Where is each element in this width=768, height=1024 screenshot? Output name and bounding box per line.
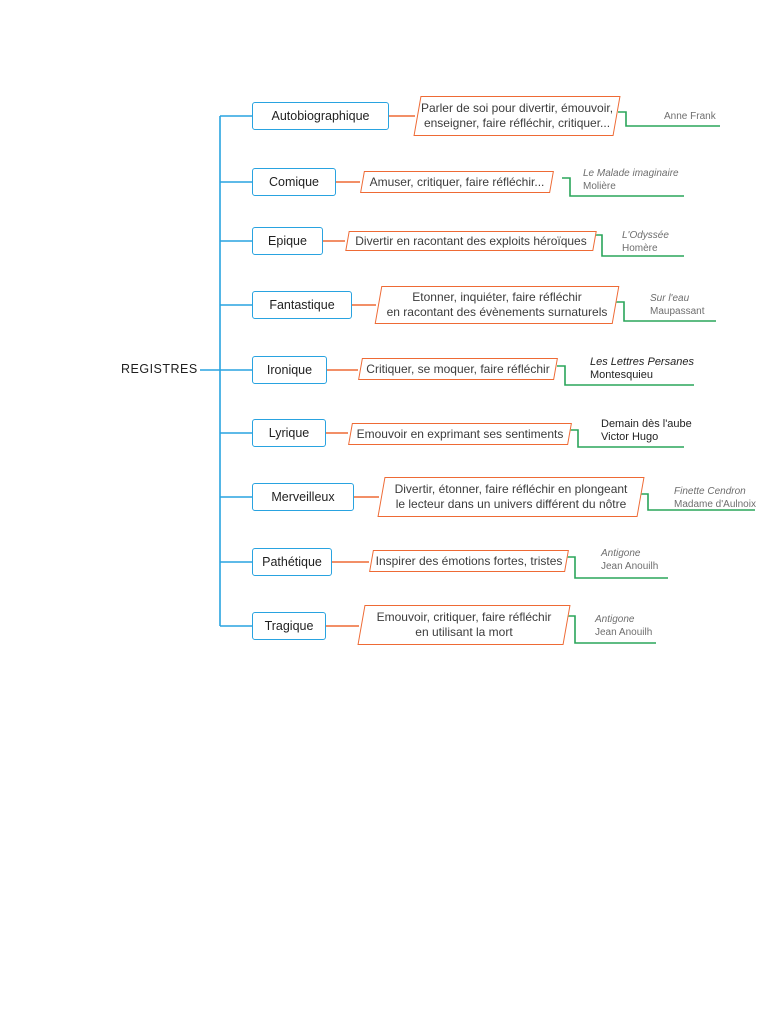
description-line: en utilisant la mort bbox=[415, 625, 513, 639]
example-title: Les Lettres Persanes bbox=[590, 356, 694, 368]
description-line: enseigner, faire réfléchir, critiquer... bbox=[423, 116, 611, 130]
example-author: Maupassant bbox=[650, 306, 705, 317]
example-connector bbox=[640, 493, 755, 511]
example-connector bbox=[616, 301, 716, 322]
register-example: Anne Frank bbox=[664, 110, 716, 123]
example-connector bbox=[618, 111, 720, 127]
description-line: Parler de soi pour divertir, émouvoir, bbox=[420, 101, 614, 115]
example-author: Victor Hugo bbox=[601, 431, 659, 443]
example-author: Homère bbox=[622, 243, 658, 254]
example-title: Antigone bbox=[601, 548, 641, 559]
register-description: Divertir, étonner, faire réfléchir en pl… bbox=[381, 477, 641, 517]
register-node: Epique bbox=[252, 227, 323, 255]
example-connector bbox=[567, 615, 656, 644]
example-title: L'Odyssée bbox=[622, 230, 669, 241]
example-author: Madame d'Aulnoix bbox=[674, 499, 756, 510]
register-node: Merveilleux bbox=[252, 483, 354, 511]
example-title: Finette Cendron bbox=[674, 486, 746, 497]
example-author: Montesquieu bbox=[590, 369, 653, 381]
description-line: le lecteur dans un univers différent du … bbox=[395, 497, 627, 511]
example-title: Antigone bbox=[595, 614, 635, 625]
root-node: REGISTRES bbox=[121, 362, 198, 376]
example-author: Anne Frank bbox=[664, 111, 716, 122]
example-author: Jean Anouilh bbox=[601, 561, 659, 572]
register-description: Inspirer des émotions fortes, tristes bbox=[371, 550, 567, 572]
description-line: Amuser, critiquer, faire réfléchir... bbox=[369, 174, 545, 189]
register-description: Divertir en racontant des exploits héroï… bbox=[347, 231, 595, 251]
description-line: Emouvoir, critiquer, faire réfléchir bbox=[376, 610, 552, 624]
example-author: Molière bbox=[583, 181, 616, 192]
register-node: Lyrique bbox=[252, 419, 326, 447]
description-line: Emouvoir en exprimant ses sentiments bbox=[356, 426, 564, 441]
register-description: Emouvoir en exprimant ses sentiments bbox=[350, 423, 570, 445]
description-line: Divertir en racontant des exploits héroï… bbox=[355, 233, 587, 248]
description-line: Divertir, étonner, faire réfléchir en pl… bbox=[394, 482, 628, 496]
register-node: Autobiographique bbox=[252, 102, 389, 130]
register-node: Comique bbox=[252, 168, 336, 196]
example-connector bbox=[570, 429, 684, 448]
example-connector bbox=[594, 234, 684, 257]
example-connector bbox=[557, 365, 694, 386]
example-title: Le Malade imaginaire bbox=[583, 168, 679, 179]
register-description: Parler de soi pour divertir, émouvoir,en… bbox=[417, 96, 617, 136]
example-connector bbox=[567, 556, 668, 579]
example-connector bbox=[562, 177, 684, 197]
register-node: Fantastique bbox=[252, 291, 352, 319]
example-author: Jean Anouilh bbox=[595, 627, 653, 638]
register-node: Ironique bbox=[252, 356, 327, 384]
register-description: Critiquer, se moquer, faire réfléchir bbox=[360, 358, 556, 380]
example-title: Demain dès l'aube bbox=[601, 418, 692, 430]
description-line: en racontant des évènements surnaturels bbox=[386, 305, 608, 319]
description-line: Etonner, inquiéter, faire réfléchir bbox=[412, 290, 582, 304]
register-node: Pathétique bbox=[252, 548, 332, 576]
description-line: Critiquer, se moquer, faire réfléchir bbox=[366, 361, 550, 376]
description-line: Inspirer des émotions fortes, tristes bbox=[375, 553, 563, 568]
example-title: Sur l'eau bbox=[650, 293, 690, 304]
register-node: Tragique bbox=[252, 612, 326, 640]
register-description: Amuser, critiquer, faire réfléchir... bbox=[362, 171, 552, 193]
